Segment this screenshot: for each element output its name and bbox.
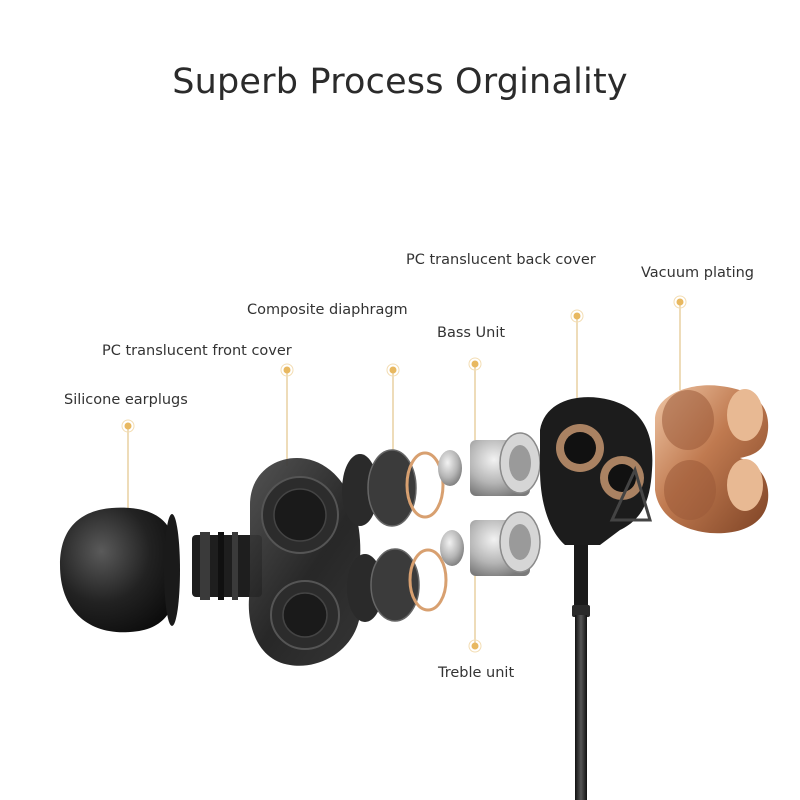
- cable: [572, 540, 590, 800]
- label-pc-translucent-front-cover: PC translucent front cover: [102, 343, 292, 359]
- label-bass-unit: Bass Unit: [437, 325, 506, 341]
- label-pc-translucent-back-cover: PC translucent back cover: [406, 252, 596, 268]
- back-cover-part: [540, 397, 653, 545]
- bass-unit-part: [438, 432, 541, 496]
- label-vacuum-plating: Vacuum plating: [641, 265, 754, 281]
- label-silicone-earplugs: Silicone earplugs: [64, 392, 188, 408]
- label-composite-diaphragm: Composite diaphragm: [247, 302, 408, 318]
- leader-dots: [121, 295, 687, 653]
- label-treble-unit: Treble unit: [438, 665, 515, 681]
- composite-diaphragm-part: [342, 449, 448, 622]
- silicone-earplug-part: [60, 507, 180, 633]
- vacuum-plating-part: [655, 385, 769, 534]
- nozzle-part: [192, 532, 262, 600]
- leader-lines: [127, 302, 681, 646]
- treble-unit-part: [440, 511, 541, 576]
- page-title: Superb Process Orginality: [172, 62, 628, 102]
